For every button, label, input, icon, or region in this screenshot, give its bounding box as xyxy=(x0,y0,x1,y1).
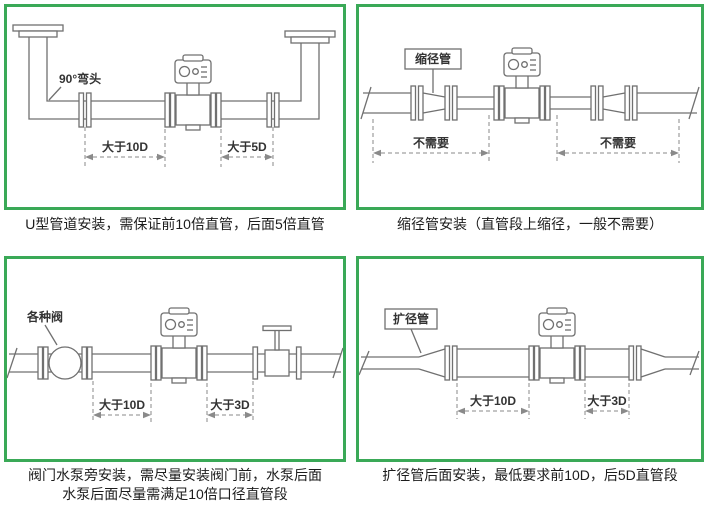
dim-label: 大于3D xyxy=(210,397,250,412)
reducer-diagram: 缩径管 不需要 不需要 xyxy=(360,47,700,163)
caption-valves-line2: 水泵后面尽量需满足10倍口径直管段 xyxy=(62,486,288,502)
dim-label: 大于10D xyxy=(470,393,516,408)
flowmeter xyxy=(493,47,551,124)
caption-reducer: 缩径管安装（直管段上缩径，一般不需要） xyxy=(397,216,663,232)
dimension-left: 大于10D xyxy=(456,383,530,419)
dim-label: 大于10D xyxy=(102,139,148,154)
valves-diagram: 各种阀 大于10D 大于3D xyxy=(7,307,343,423)
pipe-flange xyxy=(590,85,604,121)
expander-tag-label: 扩径管 xyxy=(393,311,429,326)
gate-valve xyxy=(252,325,302,380)
dim-label: 大于5D xyxy=(227,139,267,154)
pipe-straight xyxy=(360,86,700,120)
dimension-left: 大于10D xyxy=(92,381,152,423)
dimension-left: 不需要 xyxy=(372,115,490,163)
elbow-label: 90°弯头 xyxy=(59,71,101,86)
pipe-straight xyxy=(359,348,700,378)
expander-diagram: 扩径管 大于10D 大于3D xyxy=(359,307,700,419)
dimension-right: 大于3D xyxy=(584,383,630,419)
expander-tag: 扩径管 xyxy=(384,308,438,354)
elbow-leader-line xyxy=(48,86,62,101)
pipe-flange xyxy=(444,85,458,121)
caption-expander: 扩径管后面安装，最低要求前10D，后5D直管段 xyxy=(382,467,678,483)
dim-label: 大于3D xyxy=(587,393,627,408)
pipe-flange xyxy=(444,345,458,381)
panel-reducer: 缩径管 不需要 不需要 xyxy=(356,4,704,210)
u-pipe-diagram: 90°弯头 大于10D 大于5D xyxy=(12,24,336,167)
caption-valves: 阀门水泵旁安装，需尽量安装阀门前，水泵后面 水泵后面尽量需满足10倍口径直管段 xyxy=(4,466,346,504)
dim-label: 不需要 xyxy=(600,135,636,150)
reducer-tag-label: 缩径管 xyxy=(415,51,451,66)
valve-tag-label: 各种阀 xyxy=(26,309,63,324)
pipe-flange xyxy=(266,92,280,128)
pipe-flange xyxy=(78,92,92,128)
dim-label: 不需要 xyxy=(413,135,449,150)
flowmeter xyxy=(528,307,586,384)
caption-valves-line1: 阀门水泵旁安装，需尽量安装阀门前，水泵后面 xyxy=(28,467,322,483)
panel-expander: 扩径管 大于10D 大于3D xyxy=(356,256,704,462)
panel-valves: 各种阀 大于10D 大于3D xyxy=(4,256,346,462)
dimension-right: 不需要 xyxy=(556,115,680,163)
dimension-right: 大于5D xyxy=(220,127,274,167)
valve-leader-line xyxy=(44,324,58,346)
reducer-tag: 缩径管 xyxy=(404,48,462,93)
pipe-flange xyxy=(624,85,638,121)
dimension-left: 大于10D xyxy=(84,127,166,167)
pipe-flange xyxy=(410,85,424,121)
caption-u-pipe: U型管道安装，需保证前10倍直管，后面5倍直管 xyxy=(25,216,325,232)
flowmeter xyxy=(164,54,222,131)
dim-label: 大于10D xyxy=(99,397,145,412)
flowmeter xyxy=(150,307,208,384)
ball-valve xyxy=(37,346,93,380)
panel-u-pipe: 90°弯头 大于10D 大于5D xyxy=(4,4,346,210)
dimension-right: 大于3D xyxy=(206,381,254,423)
pipe-flange xyxy=(628,345,642,381)
